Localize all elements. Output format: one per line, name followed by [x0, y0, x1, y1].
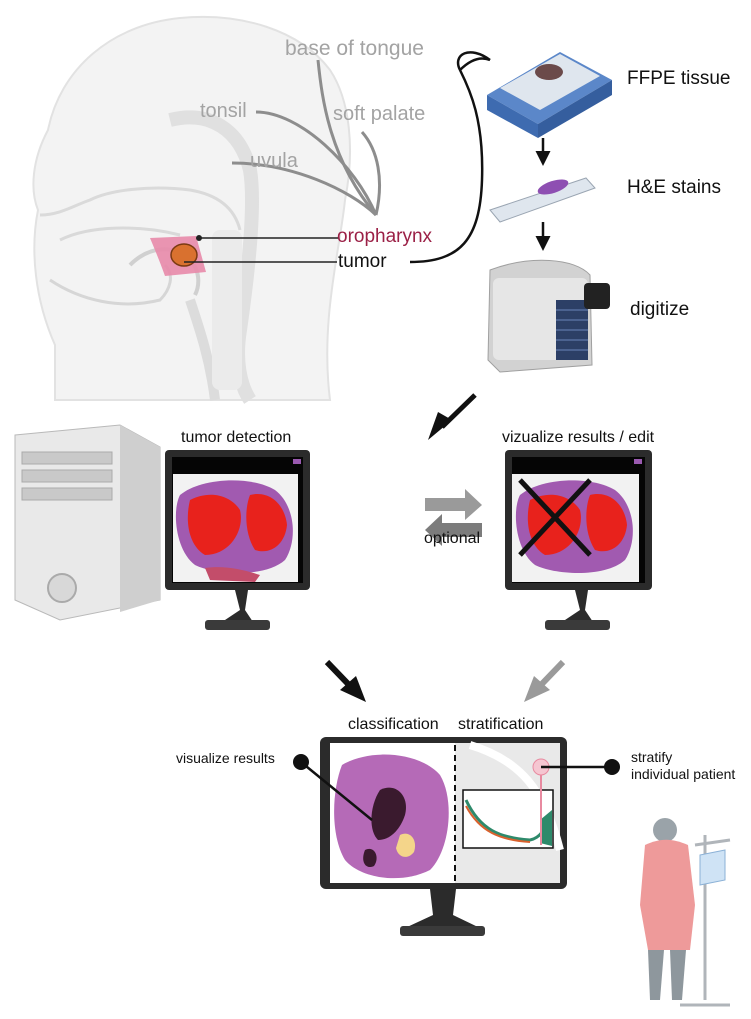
title-visualize-edit: vizualize results / edit	[502, 429, 655, 446]
edit-cross-line-2	[518, 478, 592, 557]
stratify-line-1: stratify	[631, 749, 673, 765]
arrow-to-detection	[428, 393, 477, 440]
qupath-line-2: by	[312, 517, 329, 534]
label-stratify-patient: stratify individual patient	[631, 749, 735, 783]
qupath-credit-left: QuPath by P. Bankhead	[312, 497, 422, 554]
ffpe-block-icon	[487, 52, 612, 138]
label-ffpe-tissue: FFPE tissue	[627, 68, 731, 89]
label-stratification: stratification	[458, 716, 544, 733]
tumor-blob	[170, 243, 198, 267]
monitor-visualize-edit	[505, 450, 652, 630]
label-optional: optional	[424, 530, 481, 547]
exchange-arrows	[425, 489, 482, 546]
qupath-credit-right: QuPath by P. Bankhead	[654, 497, 750, 554]
label-base-of-tongue: base of tongue	[285, 37, 424, 60]
scanner-icon	[487, 259, 610, 373]
monitor-tumor-detection	[165, 450, 310, 630]
computer-tower	[14, 424, 161, 621]
qupath-line-1: QuPath	[654, 498, 709, 515]
label-tumor: tumor	[338, 251, 387, 272]
qupath-line-3: P. Bankhead	[312, 536, 402, 553]
anatomy-leader-lines	[231, 59, 382, 217]
patient-illustration	[640, 818, 731, 1007]
head-anatomy-illustration	[32, 15, 351, 404]
qupath-line-2: by	[654, 517, 671, 534]
label-uvula: uvula	[250, 150, 298, 172]
label-visualize-results: visualize results	[176, 750, 275, 766]
label-digitize: digitize	[630, 299, 690, 320]
label-he-stains: H&E stains	[627, 177, 721, 198]
label-classification: classification	[348, 716, 439, 733]
visualize-results-pointer	[300, 761, 373, 821]
title-tumor-detection: tumor detection	[181, 429, 292, 446]
label-soft-palate: soft palate	[333, 103, 426, 125]
arrow-detection-to-classification	[324, 659, 366, 702]
stratify-line-2: individual patient	[631, 766, 736, 782]
label-oropharynx: oropharynx	[337, 226, 433, 247]
sample-loop-line	[409, 51, 491, 264]
qupath-line-3: P. Bankhead	[654, 536, 744, 553]
label-tonsil: tonsil	[200, 100, 247, 122]
he-slide-icon	[489, 177, 596, 223]
monitor-classification-stratification	[320, 737, 567, 936]
classification-slide	[334, 754, 449, 879]
qupath-line-1: QuPath	[312, 498, 367, 515]
arrow-visualize-to-stratification	[524, 659, 566, 702]
